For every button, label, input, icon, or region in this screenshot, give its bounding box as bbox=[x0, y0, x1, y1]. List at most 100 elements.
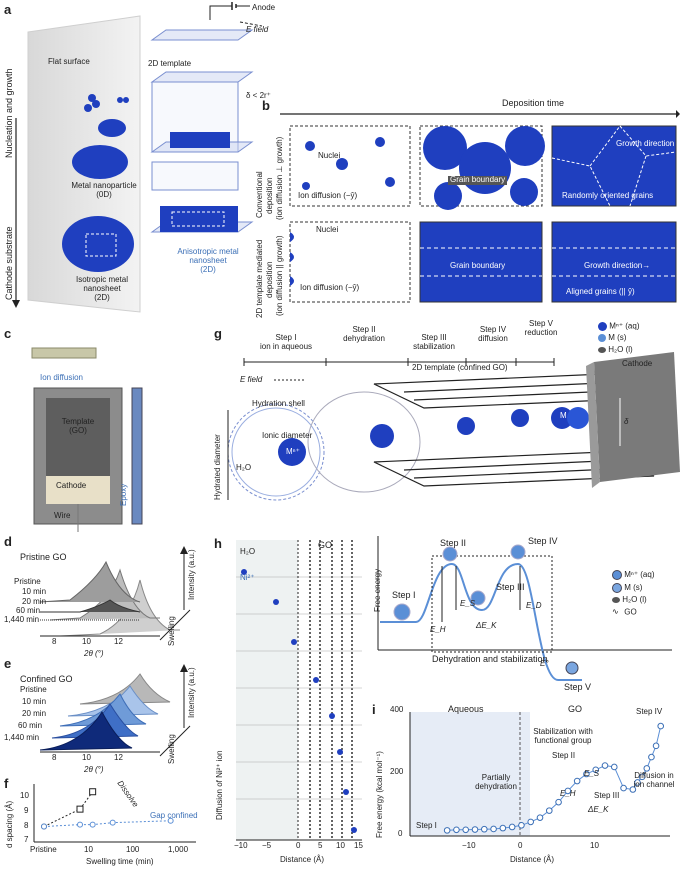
e-swelling: Swelling bbox=[167, 734, 176, 764]
aligned-grains-label: Aligned grains (|| ŷ) bbox=[566, 287, 635, 296]
d-series-2: 20 min bbox=[22, 597, 47, 606]
panel-f-label: f bbox=[4, 776, 9, 791]
f-xtick-2: 100 bbox=[126, 845, 140, 854]
e-tick-1: 10 bbox=[82, 753, 91, 762]
f-gap-confined: Gap confined bbox=[150, 811, 198, 820]
h-xtick-2: 0 bbox=[296, 841, 301, 850]
legend-water-icon bbox=[598, 347, 606, 354]
panel-h-label: h bbox=[214, 536, 222, 551]
anisotropic-label: Anisotropic metal nanosheet (2D) bbox=[177, 247, 239, 274]
g-step-1: Step I ion in aqueous bbox=[259, 333, 313, 351]
f-series-line-1 bbox=[43, 820, 171, 828]
g-step-5: Step V reduction bbox=[524, 319, 558, 337]
e-xlabel: 2θ (°) bbox=[84, 765, 104, 774]
growth-direction-label: Growth direction bbox=[616, 139, 675, 148]
panel-d-title: Pristine GO bbox=[20, 552, 67, 562]
flat-surface-label: Flat surface bbox=[48, 57, 90, 66]
i-point-8 bbox=[518, 821, 525, 829]
panel-g-label: g bbox=[214, 326, 222, 341]
panel-d-chart bbox=[40, 546, 191, 641]
i-point-12 bbox=[555, 798, 562, 806]
legend-metal-icon-2 bbox=[612, 583, 622, 593]
legend-go-icon: ∿ bbox=[612, 606, 619, 616]
random-grains-label: Randomly oriented grains bbox=[562, 191, 654, 200]
legend-ion-icon-2 bbox=[612, 570, 622, 580]
conventional-label: Conventional deposition (ion diffusion ⊥… bbox=[255, 136, 284, 220]
i-point-19 bbox=[620, 784, 627, 792]
energy-step4: Step IV bbox=[528, 536, 558, 546]
f-point-1-2 bbox=[89, 821, 96, 828]
panel-b-label: b bbox=[262, 98, 270, 113]
g-step-3: Step III stabilization bbox=[413, 333, 455, 351]
f-xtick-3: 1,000 bbox=[168, 845, 189, 854]
i-point-5 bbox=[490, 825, 497, 833]
g-step-2: Step II dehydration bbox=[343, 325, 385, 343]
i-point-22 bbox=[638, 773, 646, 781]
h-xlabel: Distance (Å) bbox=[280, 855, 325, 864]
panel-i-chart bbox=[409, 712, 670, 837]
panel-b-graphic bbox=[280, 110, 680, 303]
i-point-6 bbox=[499, 824, 507, 832]
h-xtick-5: 15 bbox=[354, 841, 363, 850]
energy-step1: Step I bbox=[392, 590, 416, 600]
energy-eo: E° bbox=[540, 659, 549, 668]
i-step3: Step III bbox=[594, 791, 620, 800]
energy-es: E_S bbox=[460, 599, 476, 608]
d-swelling: Swelling bbox=[167, 616, 176, 646]
g-delta: δ bbox=[624, 417, 629, 426]
e-tick-0: 8 bbox=[52, 753, 57, 762]
panel-e-title: Confined GO bbox=[20, 674, 73, 684]
energy-legend: Mⁿ⁺ (aq) M (s) H₂O (l) ∿ GO bbox=[612, 570, 655, 617]
energy-ed: E_D bbox=[526, 601, 542, 610]
i-point-15 bbox=[583, 770, 590, 778]
f-ytick-10: 10 bbox=[20, 791, 29, 800]
g-template-label: 2D template (confined GO) bbox=[412, 363, 508, 372]
i-point-0 bbox=[443, 827, 451, 834]
g-legend: Mⁿ⁺ (aq) M (s) H₂O (l) bbox=[598, 322, 640, 355]
i-point-7 bbox=[508, 823, 516, 831]
d-tick-1: 10 bbox=[82, 637, 91, 646]
i-point-2 bbox=[462, 826, 470, 834]
ion-diffusion-label-2: Ion diffusion (−ŷ) bbox=[300, 283, 360, 292]
nuclei-label-1: Nuclei bbox=[318, 151, 341, 160]
legend-water-icon-2 bbox=[612, 596, 620, 603]
i-dek: ΔE_K bbox=[588, 805, 609, 814]
panel-c-photo bbox=[31, 347, 143, 532]
template-2d-label: 2D template bbox=[148, 59, 192, 68]
f-xlabel: Swelling time (min) bbox=[86, 857, 154, 866]
nuclei-label-2: Nuclei bbox=[316, 225, 339, 234]
isotropic-label: Isotropic metal nanosheet (2D) bbox=[75, 275, 129, 302]
templated-label: 2D template mediated deposition (ion dif… bbox=[255, 235, 284, 319]
epoxy-c: Epoxy bbox=[119, 483, 128, 506]
growth-direction-arrow-label: Growth direction→ bbox=[584, 261, 651, 270]
h-go: GO bbox=[318, 540, 333, 550]
energy-caption: Dehydration and stabilization bbox=[432, 654, 548, 664]
i-ylabel: Free energy (kcal mol⁻¹) bbox=[375, 751, 384, 838]
e-ylabel: Intensity (a.u.) bbox=[187, 667, 196, 718]
i-point-1 bbox=[453, 826, 460, 834]
i-diffusion: Diffusion in ion channel bbox=[633, 771, 675, 789]
i-point-4 bbox=[480, 825, 488, 833]
f-ylabel: d spacing (Å) bbox=[5, 800, 14, 848]
d-series-3: 60 min bbox=[16, 606, 41, 615]
g-cathode: Cathode bbox=[622, 359, 653, 368]
g-hydration-shell: Hydration shell bbox=[252, 399, 305, 408]
h-ni: Ni²⁺ bbox=[240, 573, 255, 582]
i-point-14 bbox=[573, 777, 581, 785]
i-point-26 bbox=[657, 722, 665, 730]
g-ionic-diameter: Ionic diameter bbox=[262, 431, 313, 440]
d-tick-0: 8 bbox=[52, 637, 57, 646]
cathode-substrate-label: Cathode substrate bbox=[4, 226, 14, 300]
i-es: E_S bbox=[584, 769, 600, 778]
e-series-2: 20 min bbox=[22, 709, 47, 718]
g-ion: Mⁿ⁺ bbox=[286, 447, 300, 456]
f-point-1-4 bbox=[167, 817, 174, 824]
anode-label: Anode bbox=[252, 3, 276, 12]
i-ytick-400: 400 bbox=[390, 705, 404, 714]
f-point-0-2 bbox=[89, 788, 97, 796]
f-xtick-0: Pristine bbox=[30, 845, 57, 854]
i-stabilization: Stabilization with functional group bbox=[533, 727, 593, 745]
f-ytick-9: 9 bbox=[24, 806, 29, 815]
f-ytick-7: 7 bbox=[24, 835, 29, 844]
d-series-4: 1,440 min bbox=[4, 615, 40, 624]
